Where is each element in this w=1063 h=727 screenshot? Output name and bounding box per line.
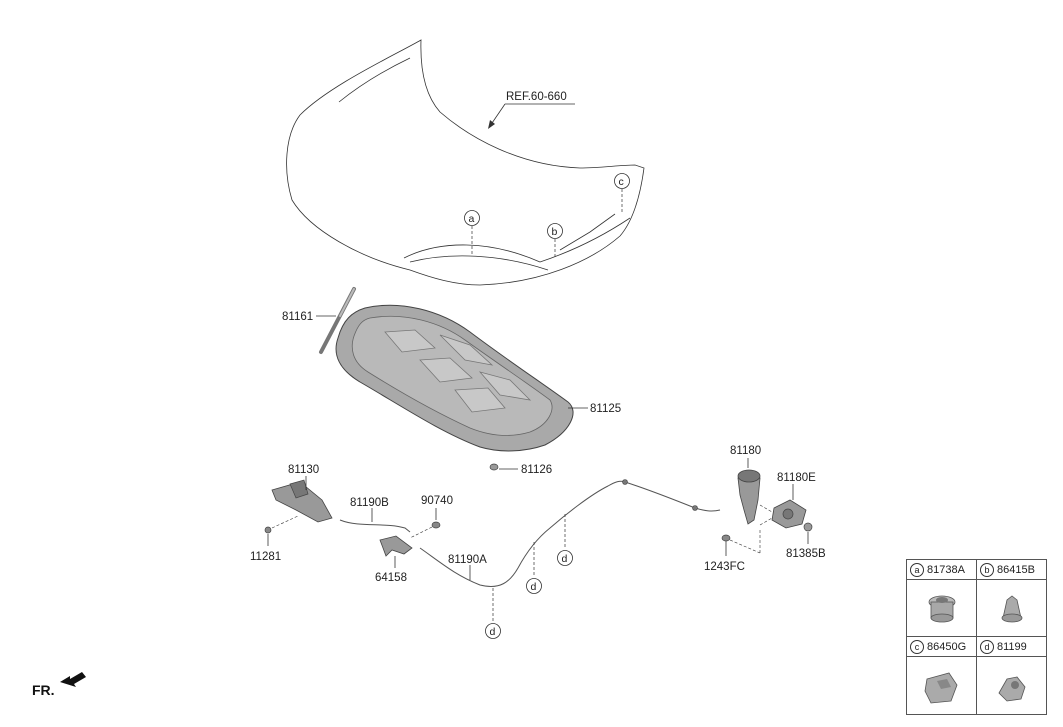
label-81126: 81126: [521, 464, 552, 476]
svg-text:b: b: [552, 226, 558, 238]
clip-81126: 81126: [489, 463, 552, 476]
grommet-icon: [928, 595, 956, 623]
label-81180E: 81180E: [777, 472, 816, 484]
callout-a-hood: a: [464, 210, 480, 256]
hood-insulator-pad: 81125: [335, 304, 621, 452]
callout-d-2: d: [526, 542, 542, 594]
bolt-11281: 11281: [250, 515, 299, 563]
ref-leader: REF.60-660: [488, 91, 575, 129]
label-81190B: 81190B: [350, 497, 389, 509]
cable-clip-icon: [998, 676, 1026, 702]
hood-latch: 81130: [271, 464, 333, 523]
label-90740: 90740: [421, 495, 453, 507]
svg-text:d: d: [531, 581, 537, 593]
clip-81385B: 81385B: [786, 522, 826, 560]
cable-81190A: 81190A: [419, 479, 721, 587]
label-81161: 81161: [282, 311, 313, 323]
label-11281: 11281: [250, 551, 281, 563]
front-arrow-icon: [60, 672, 86, 687]
label-1243FC: 1243FC: [704, 561, 745, 573]
legend-part-b: 86415B: [997, 563, 1035, 576]
label-81130: 81130: [288, 464, 319, 476]
release-handle-81180: 81180: [730, 445, 761, 525]
hood-panel: [286, 39, 645, 286]
cable-81190B: 81190B: [339, 497, 411, 533]
label-81180: 81180: [730, 445, 761, 457]
screw-90740: 90740: [409, 495, 453, 539]
legend-part-c: 86450G: [927, 640, 967, 653]
callout-b-hood: b: [547, 223, 563, 258]
label-81125: 81125: [590, 403, 621, 415]
callout-d-3: d: [557, 514, 573, 566]
callout-d-1: d: [485, 588, 501, 639]
bumper-stop-icon: [1001, 595, 1023, 623]
bracket-64158: 64158: [375, 535, 413, 584]
handle-housing-81180E: 81180E: [759, 472, 816, 529]
legend-part-d: 81199: [997, 640, 1027, 653]
label-64158: 64158: [375, 572, 407, 584]
svg-text:d: d: [562, 553, 568, 565]
label-81385B: 81385B: [786, 548, 826, 560]
legend-part-a: 81738A: [927, 563, 965, 576]
svg-text:a: a: [469, 213, 475, 225]
label-81190A: 81190A: [448, 554, 487, 566]
hood-strut: 81161: [282, 287, 356, 354]
seal-pad-icon: [924, 672, 958, 704]
svg-text:d: d: [490, 626, 496, 638]
svg-text:c: c: [619, 176, 624, 188]
front-label: FR.: [32, 682, 55, 698]
bolt-1243FC: 1243FC: [704, 528, 761, 573]
ref-label: REF.60-660: [506, 91, 567, 103]
callout-c-hood: c: [614, 173, 630, 214]
